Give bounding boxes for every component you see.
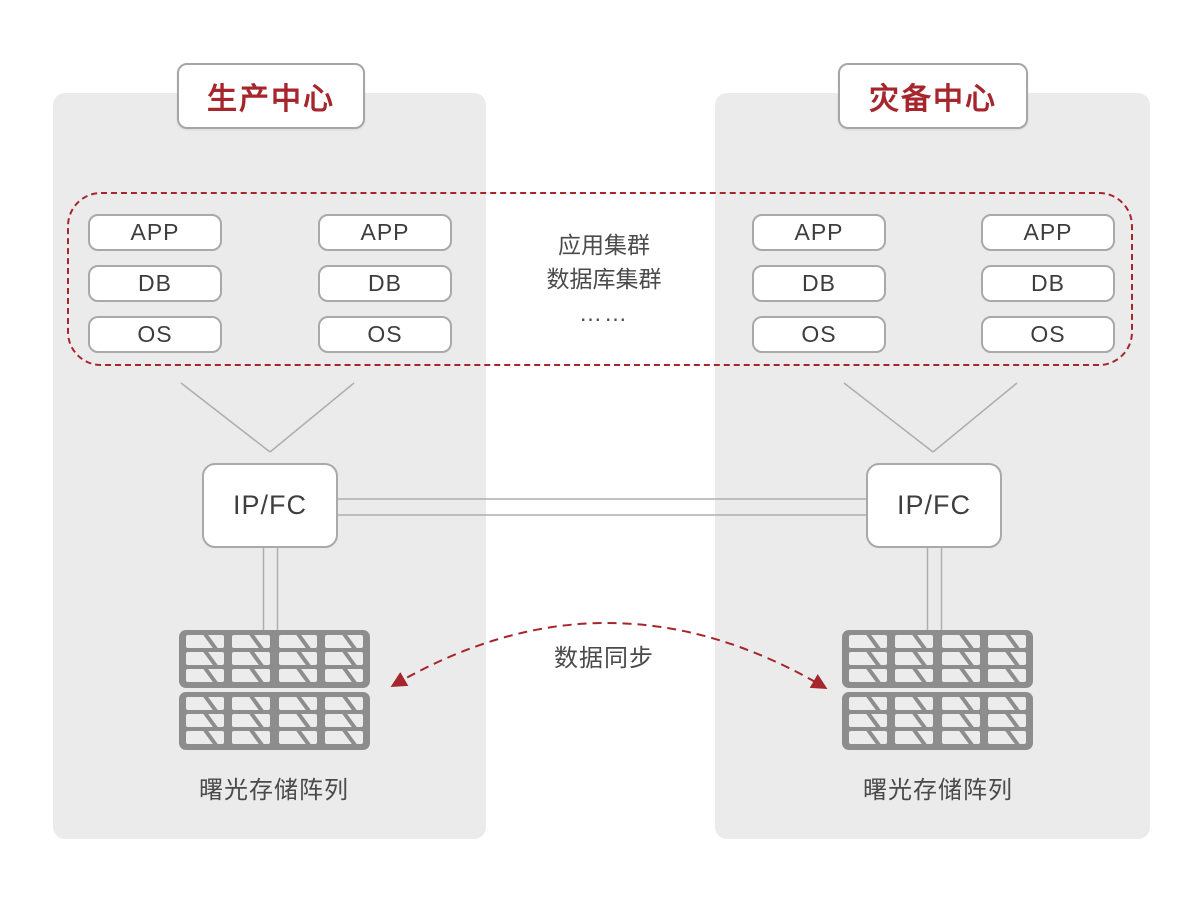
server-box-os: OS — [752, 316, 886, 353]
cluster-dashed-boundary — [67, 192, 1133, 366]
server-box-app: APP — [88, 214, 222, 251]
disaster-storage-label: 曙光存储阵列 — [863, 777, 1013, 804]
server-box-os: OS — [88, 316, 222, 353]
server-box-app: APP — [981, 214, 1115, 251]
server-box-db: DB — [752, 265, 886, 302]
data-sync-label: 数据同步 — [554, 645, 654, 672]
cluster-note-ellipsis: …… — [579, 300, 629, 326]
server-box-os: OS — [318, 316, 452, 353]
production-storage-array-icon — [179, 630, 370, 752]
production-center-title: 生产中心 — [177, 63, 365, 129]
server-box-db: DB — [88, 265, 222, 302]
disaster-ipfc-switch: IP/FC — [866, 463, 1002, 548]
server-box-app: APP — [752, 214, 886, 251]
cluster-note-line1: 应用集群 — [558, 232, 650, 258]
cluster-note-line2: 数据库集群 — [546, 266, 662, 292]
cluster-note: 应用集群 数据库集群 …… — [494, 228, 714, 330]
production-ipfc-switch: IP/FC — [202, 463, 338, 548]
disaster-storage-array-icon — [842, 630, 1033, 752]
production-storage-label: 曙光存储阵列 — [199, 777, 349, 804]
server-box-os: OS — [981, 316, 1115, 353]
server-box-db: DB — [318, 265, 452, 302]
server-box-db: DB — [981, 265, 1115, 302]
server-box-app: APP — [318, 214, 452, 251]
disaster-center-title: 灾备中心 — [838, 63, 1028, 129]
